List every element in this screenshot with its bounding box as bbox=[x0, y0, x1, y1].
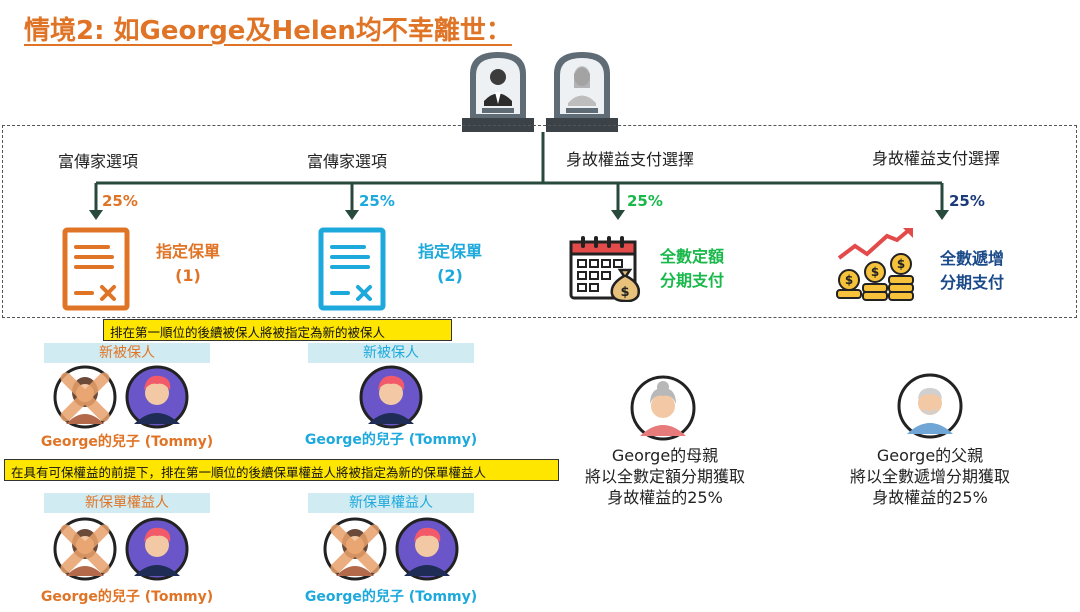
mother-description: George的母親 將以全數定額分期獲取 身故權益的25% bbox=[584, 446, 745, 507]
percent-col1: 25% bbox=[102, 192, 138, 210]
note-new-insured: 排在第一順位的後續被保人將被指定為新的被保人 bbox=[103, 319, 452, 341]
son-name-2: George的兒子 (Tommy) bbox=[304, 432, 478, 448]
note-new-beneficiary: 在具有可保權益的前提下，排在第一順位的後續保單權益人將被指定為新的保單權益人 bbox=[4, 459, 559, 481]
mother-avatar bbox=[630, 375, 696, 441]
avatar-pair bbox=[323, 517, 459, 581]
svg-text:$: $ bbox=[871, 265, 879, 279]
crossed-out-wife-avatar bbox=[323, 517, 387, 581]
crossed-out-wife-avatar bbox=[53, 517, 117, 581]
tag-new-insured-1: 新被保人 bbox=[44, 343, 210, 363]
son-name-4: George的兒子 (Tommy) bbox=[304, 589, 478, 605]
header-col2: 富傳家選項 bbox=[307, 152, 388, 171]
tag-new-insured-2: 新被保人 bbox=[308, 343, 474, 363]
distribution-tree bbox=[89, 132, 949, 220]
son-name-3: George的兒子 (Tommy) bbox=[40, 589, 214, 605]
crossed-out-wife-avatar bbox=[53, 365, 117, 429]
percent-col3: 25% bbox=[627, 192, 663, 210]
growing-coins-icon: $ $ $ bbox=[836, 228, 914, 301]
option-label-col2: 指定保單 (2) bbox=[417, 242, 482, 285]
percent-col2: 25% bbox=[359, 192, 395, 210]
page-title: 情境2: 如George及Helen均不幸離世： bbox=[24, 16, 512, 46]
svg-text:$: $ bbox=[897, 257, 905, 271]
option-label-col3: 全數定額 分期支付 bbox=[659, 247, 724, 290]
tommy-avatar bbox=[125, 517, 189, 581]
svg-text:$: $ bbox=[845, 273, 853, 287]
option-label-col1: 指定保單 (1) bbox=[155, 242, 220, 285]
header-col4: 身故權益支付選擇 bbox=[872, 149, 1001, 168]
policy-document-icon bbox=[318, 227, 386, 311]
svg-text:$: $ bbox=[620, 285, 629, 300]
father-avatar bbox=[897, 373, 963, 439]
header-col1: 富傳家選項 bbox=[58, 152, 139, 171]
option-label-col4: 全數遞增 分期支付 bbox=[939, 249, 1004, 292]
policy-document-icon bbox=[62, 227, 130, 311]
tommy-avatar bbox=[359, 365, 423, 429]
percent-col4: 25% bbox=[949, 192, 985, 210]
tag-new-owner-1: 新保單權益人 bbox=[44, 493, 210, 513]
tag-new-owner-2: 新保單權益人 bbox=[308, 493, 474, 513]
tommy-avatar bbox=[125, 365, 189, 429]
tommy-avatar bbox=[395, 517, 459, 581]
calendar-money-icon: $ bbox=[569, 236, 640, 302]
options-box bbox=[2, 125, 1077, 318]
avatar-pair bbox=[53, 517, 189, 581]
son-name-1: George的兒子 (Tommy) bbox=[40, 434, 214, 450]
father-description: George的父親 將以全數遞增分期獲取 身故權益的25% bbox=[849, 446, 1010, 507]
header-col3: 身故權益支付選擇 bbox=[566, 150, 695, 169]
avatar-pair bbox=[53, 365, 189, 429]
